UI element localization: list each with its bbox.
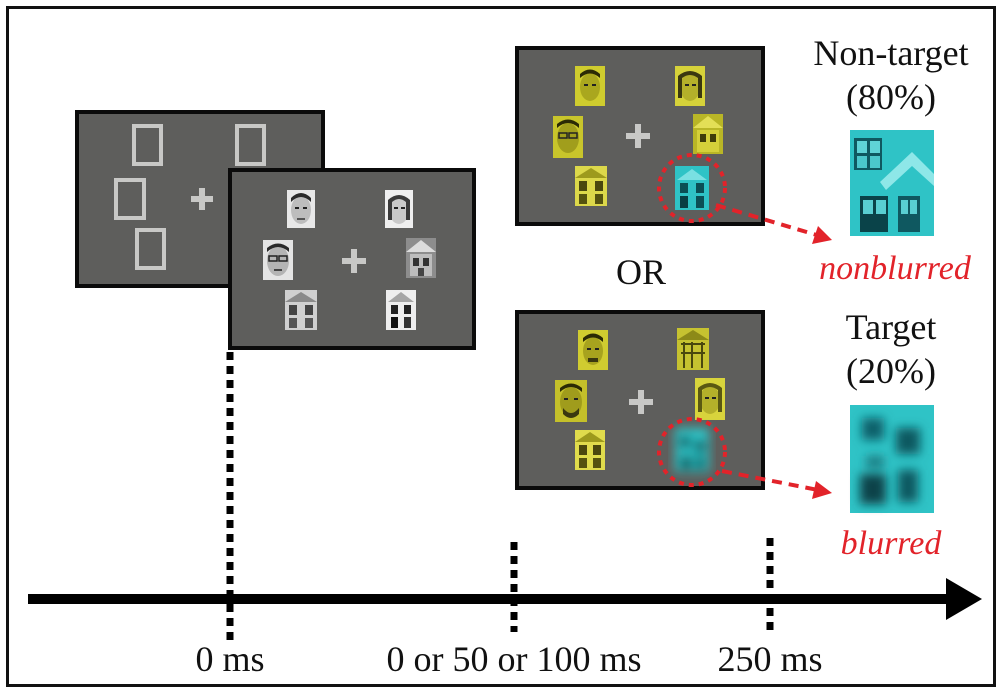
blurred-pointer-arrow	[721, 469, 819, 492]
time-label-0ms: 0 ms	[195, 639, 265, 679]
timeline-axis	[28, 594, 948, 604]
placeholder-box	[135, 228, 166, 270]
fixation-cross	[191, 188, 213, 210]
arrowhead	[812, 226, 832, 244]
yellow-house-image	[575, 430, 605, 470]
nonblurred-label: nonblurred	[819, 250, 971, 287]
placeholder-box	[114, 178, 146, 220]
nontarget-percent-label: (80%)	[846, 77, 936, 117]
yellow-house-image	[677, 328, 709, 370]
yellow-house-image	[575, 166, 607, 206]
cyan-house-probe-blurred-small	[675, 428, 709, 472]
nontarget-label: Non-target	[813, 33, 969, 73]
blurred-house-probe-large	[850, 405, 934, 513]
target-location-circle	[657, 417, 727, 487]
target-location-circle	[657, 153, 727, 223]
fixation-cross	[626, 124, 650, 148]
yellow-face-image	[675, 66, 705, 106]
yellow-house-image	[693, 114, 723, 154]
time-markers	[226, 352, 774, 640]
arrowhead	[812, 481, 832, 499]
time-label-250ms: 250 ms	[717, 639, 823, 679]
fixation-cross	[629, 390, 653, 414]
gray-house-image	[285, 290, 317, 330]
gray-face-image	[287, 190, 315, 228]
gray-face-image	[263, 240, 293, 280]
or-label: OR	[615, 252, 666, 292]
target-label: Target	[845, 307, 937, 347]
yellow-face-image	[578, 330, 608, 370]
cyan-house-probe-small	[675, 166, 709, 210]
fixation-cross	[342, 249, 366, 273]
yellow-face-image	[555, 380, 587, 422]
gray-house-image	[406, 238, 436, 278]
placeholder-box	[132, 124, 163, 166]
placeholder-boxes	[114, 124, 266, 270]
time-label-soa: 0 or 50 or 100 ms	[386, 639, 642, 679]
target-percent-label: (20%)	[846, 351, 936, 391]
nonblurred-house-probe-large	[850, 130, 934, 236]
yellow-face-image	[575, 66, 605, 106]
timeline-arrowhead	[946, 578, 982, 620]
nonblurred-pointer-arrow	[715, 203, 821, 238]
blurred-label: blurred	[840, 525, 942, 562]
yellow-face-image	[553, 116, 583, 158]
gray-face-image	[385, 190, 413, 228]
gray-house-image	[386, 290, 416, 330]
yellow-face-image	[695, 378, 725, 420]
placeholder-box	[235, 124, 266, 166]
